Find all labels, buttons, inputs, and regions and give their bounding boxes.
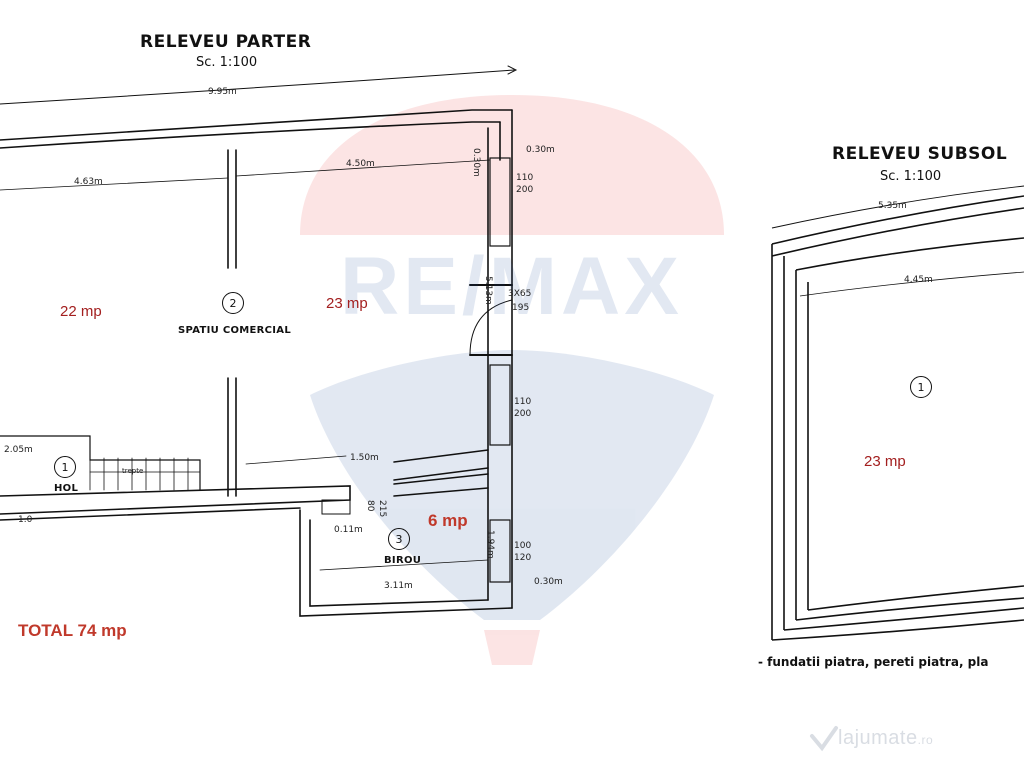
site-watermark-name: lajumate [838, 727, 918, 749]
dim-wall-right: 0.30m [526, 145, 555, 155]
dim-office-window-d: 120 [514, 553, 532, 563]
dim-hall-width: 2.05m [4, 445, 33, 455]
room-name-office: BIROU [384, 555, 422, 566]
dim-window-mid-a: 110 [514, 397, 532, 407]
site-watermark: lajumate.ro [838, 728, 933, 748]
dim-office-inner: 0.11m [334, 525, 363, 535]
room-name-hall: HOL [54, 483, 79, 494]
dim-window-mid-b: 200 [514, 409, 532, 419]
dim-corridor-width: 1.50m [350, 453, 379, 463]
basement-scale: Sc. 1:100 [880, 169, 942, 184]
basement-room-number: 1 [910, 376, 932, 398]
site-watermark-tld: .ro [917, 733, 934, 747]
dim-window-top-a: 110 [516, 173, 534, 183]
area-left-room: 22 mp [60, 303, 102, 320]
basement-area: 23 mp [864, 453, 906, 470]
total-area: TOTAL 74 mp [18, 621, 127, 640]
ground-floor-title: RELEVEU PARTER [140, 32, 312, 52]
dim-hall-bottom: 1.0 [18, 515, 33, 525]
dim-door-a: 3X65 [508, 289, 532, 299]
dim-window-top-b: 200 [516, 185, 534, 195]
dim-office-wall-right: 0.30m [534, 577, 563, 587]
stair-label: trepte [122, 467, 144, 475]
dim-overall-width: 9.95m [208, 87, 237, 97]
dim-left-room-width: 4.63m [74, 177, 103, 187]
room-number-commercial: 2 [222, 292, 244, 314]
basement-title: RELEVEU SUBSOL [832, 144, 1008, 164]
area-office: 6 mp [428, 511, 468, 530]
room-number-hall: 1 [54, 456, 76, 478]
room-number-office: 3 [388, 528, 410, 550]
area-middle-room: 23 mp [326, 295, 368, 312]
remax-watermark-text: RE/MAX [340, 241, 683, 332]
dim-door-b: 195 [512, 303, 530, 313]
dim-office-width: 3.11m [384, 581, 413, 591]
ground-floor-scale: Sc. 1:100 [196, 55, 258, 70]
dim-office-window-c: 100 [514, 541, 532, 551]
room-name-commercial: SPATIU COMERCIAL [178, 325, 292, 336]
basement-note: - fundatii piatra, pereti piatra, pla [758, 655, 989, 669]
dim-basement-outer-width: 5.35m [878, 201, 907, 211]
dim-middle-room-width: 4.50m [346, 159, 375, 169]
dim-basement-inner-width: 4.45m [904, 275, 933, 285]
